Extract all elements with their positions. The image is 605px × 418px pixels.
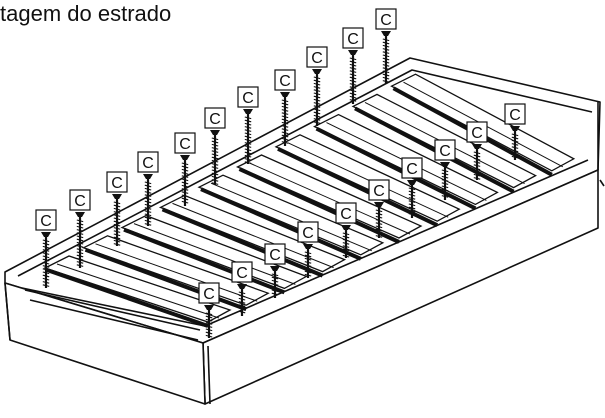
slat [274,134,461,228]
screw-head-icon [243,109,253,114]
screw-head-icon [270,266,280,271]
part-label-c: C [179,136,191,153]
part-label-c: C [302,225,314,242]
screw-head-icon [348,50,358,55]
part-label-c: C [236,265,248,282]
screw-head-icon [237,284,247,289]
screw-with-label-c: C [342,27,364,104]
page-title: tagem do estrado [0,1,172,26]
slat [43,255,232,328]
screw-with-label-c: C [137,151,159,226]
label-box [198,282,220,304]
label-box [504,103,526,125]
screw-head-icon [143,174,153,179]
part-label-c: C [269,247,281,264]
screw-with-label-c: C [69,189,91,268]
label-box [106,171,128,193]
part-label-c: C [406,161,418,178]
label-box [434,139,456,161]
slat [81,235,270,312]
slats-group [43,73,576,328]
inner-rail-left [24,289,201,331]
part-label-c: C [242,90,254,107]
screw-with-label-c: C [466,121,488,180]
screw-head-icon [303,244,313,249]
label-box [466,121,488,143]
part-label-c: C [439,143,451,160]
screw-with-label-c: C [504,103,526,160]
screw-with-label-c: C [237,86,259,164]
screw-head-icon [280,92,290,97]
label-box [264,243,286,265]
screw-head-icon [204,305,214,310]
screw-head-icon [440,162,450,167]
part-label-c: C [340,206,352,223]
label-box [204,107,226,129]
screw-with-label-c: C [204,107,226,185]
label-box [231,261,253,283]
screw-head-icon [341,225,351,230]
screw-with-label-c: C [368,179,390,238]
screw-head-icon [112,194,122,199]
part-label-c: C [380,12,392,29]
screw-with-label-c: C [264,243,286,298]
label-box [342,27,364,49]
part-label-c: C [74,193,86,210]
screw-with-label-c: C [174,132,196,206]
screw-head-icon [312,69,322,74]
screw-head-icon [472,144,482,149]
slat [235,154,423,244]
label-box [69,189,91,211]
screw-with-label-c: C [198,282,220,338]
part-label-c: C [111,175,123,192]
screw-with-label-c: C [306,46,328,126]
frame-inner-rim [17,69,593,277]
label-box [375,8,397,30]
part-label-c: C [209,111,221,128]
screw-head-icon [75,212,85,217]
part-label-c: C [347,31,359,48]
part-label-c: C [203,286,215,303]
screw-with-label-c: C [335,202,357,258]
part-label-c: C [40,213,52,230]
screw-head-icon [210,130,220,135]
screw-with-label-c: C [35,209,57,288]
part-label-c: C [373,183,385,200]
screw-head-icon [510,126,520,131]
screw-head-icon [41,232,51,237]
screw-with-label-c: C [434,139,456,200]
part-label-c: C [311,50,323,67]
part-label-c: C [279,73,291,90]
label-box [35,209,57,231]
slat [158,194,347,278]
label-box [401,157,423,179]
screw-with-label-c: C [297,221,319,278]
label-box [335,202,357,224]
label-box [368,179,390,201]
screw-with-label-c: C [274,69,296,146]
screw-with-label-c: C [375,8,397,84]
screw-head-icon [407,180,417,185]
label-box [137,151,159,173]
label-box [297,221,319,243]
label-box [306,46,328,68]
part-label-c: C [142,155,154,172]
screw-head-icon [374,202,384,207]
label-box [174,132,196,154]
screw-with-label-c: C [231,261,253,316]
screw-with-label-c: C [106,171,128,246]
part-label-c: C [471,125,483,142]
slat [120,214,308,295]
screw-head-icon [180,155,190,160]
screw-head-icon [381,31,391,36]
screws-group: C C C C C C C C C C C C C C C C C C C C C [35,8,526,338]
part-label-c: C [509,107,521,124]
label-box [237,86,259,108]
label-box [274,69,296,91]
screw-with-label-c: C [401,157,423,218]
